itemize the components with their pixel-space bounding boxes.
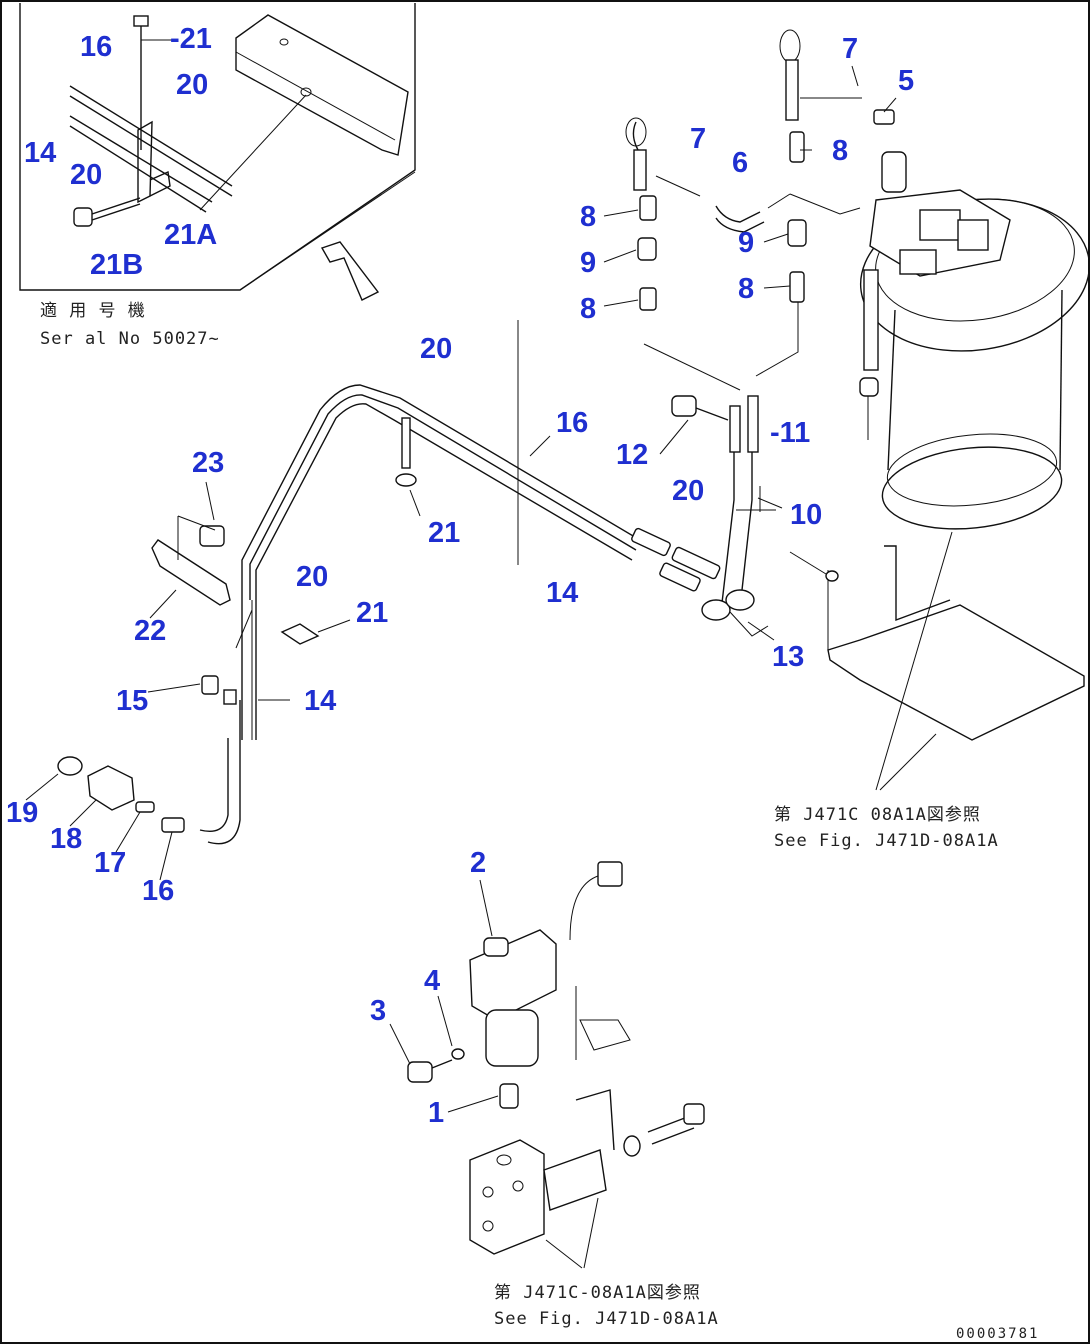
callout-19: 19 (6, 797, 38, 829)
callout-21A-inset: 21A (164, 219, 217, 251)
callout-18: 18 (50, 823, 82, 855)
callout-2: 2 (470, 847, 486, 879)
callout-12: 12 (616, 439, 648, 471)
callout-6: 6 (732, 147, 748, 179)
drawing-code: 00003781 (956, 1326, 1039, 1342)
inset-detail (19, 3, 416, 301)
serial-note-en: Ser al No 50027~ (40, 329, 220, 349)
callout-8-right-top: 8 (832, 135, 848, 167)
callout-15: 15 (116, 685, 148, 717)
ref-note-right-en: See Fig. J471D-08A1A (774, 831, 999, 851)
callout-11: -11 (770, 417, 810, 449)
callout-23: 23 (192, 447, 224, 479)
callout-20-inset-top: 20 (176, 69, 208, 101)
callout-20-inset-bottom: 20 (70, 159, 102, 191)
callout-9-right: 9 (738, 227, 754, 259)
callout-14-center: 14 (546, 577, 578, 609)
ref-note-right-jp: 第 J471C 08A1A図参照 (774, 805, 981, 825)
callout-21B-inset: 21B (90, 249, 143, 281)
callout-22: 22 (134, 615, 166, 647)
ref-note-bottom-jp: 第 J471C-08A1A図参照 (494, 1283, 701, 1303)
callout-13: 13 (772, 641, 804, 673)
callout-3: 3 (370, 995, 386, 1027)
callout-7-left: 7 (690, 123, 706, 155)
callout-16-inset: 16 (80, 31, 112, 63)
callout-16-left: 16 (142, 875, 174, 907)
ref-note-bottom-en: See Fig. J471D-08A1A (494, 1309, 719, 1329)
callout-17: 17 (94, 847, 126, 879)
fittings-stack (625, 29, 895, 311)
callout-8-left-bottom: 8 (580, 293, 596, 325)
valve-assembly (407, 861, 705, 1269)
callout-9-left: 9 (580, 247, 596, 279)
callout-10: 10 (790, 499, 822, 531)
callout-5: 5 (898, 65, 914, 97)
callout-21-inset: -21 (170, 23, 212, 55)
callout-20-right: 20 (672, 475, 704, 507)
callout-21-left: 21 (356, 597, 388, 629)
callout-4: 4 (424, 965, 440, 997)
callout-21-center: 21 (428, 517, 460, 549)
callout-16-center: 16 (556, 407, 588, 439)
main-tubing (57, 300, 799, 845)
callout-8-right-bottom: 8 (738, 273, 754, 305)
callout-20-top: 20 (420, 333, 452, 365)
callout-1: 1 (428, 1097, 444, 1129)
callout-8-left-top: 8 (580, 201, 596, 233)
callout-14-left: 14 (304, 685, 336, 717)
callout-20-left: 20 (296, 561, 328, 593)
leader-lines (25, 65, 897, 1113)
callout-14-inset: 14 (24, 137, 56, 169)
serial-note-jp: 適 用 号 機 (40, 301, 146, 321)
tank-assembly (789, 151, 1090, 791)
callout-7-right: 7 (842, 33, 858, 65)
